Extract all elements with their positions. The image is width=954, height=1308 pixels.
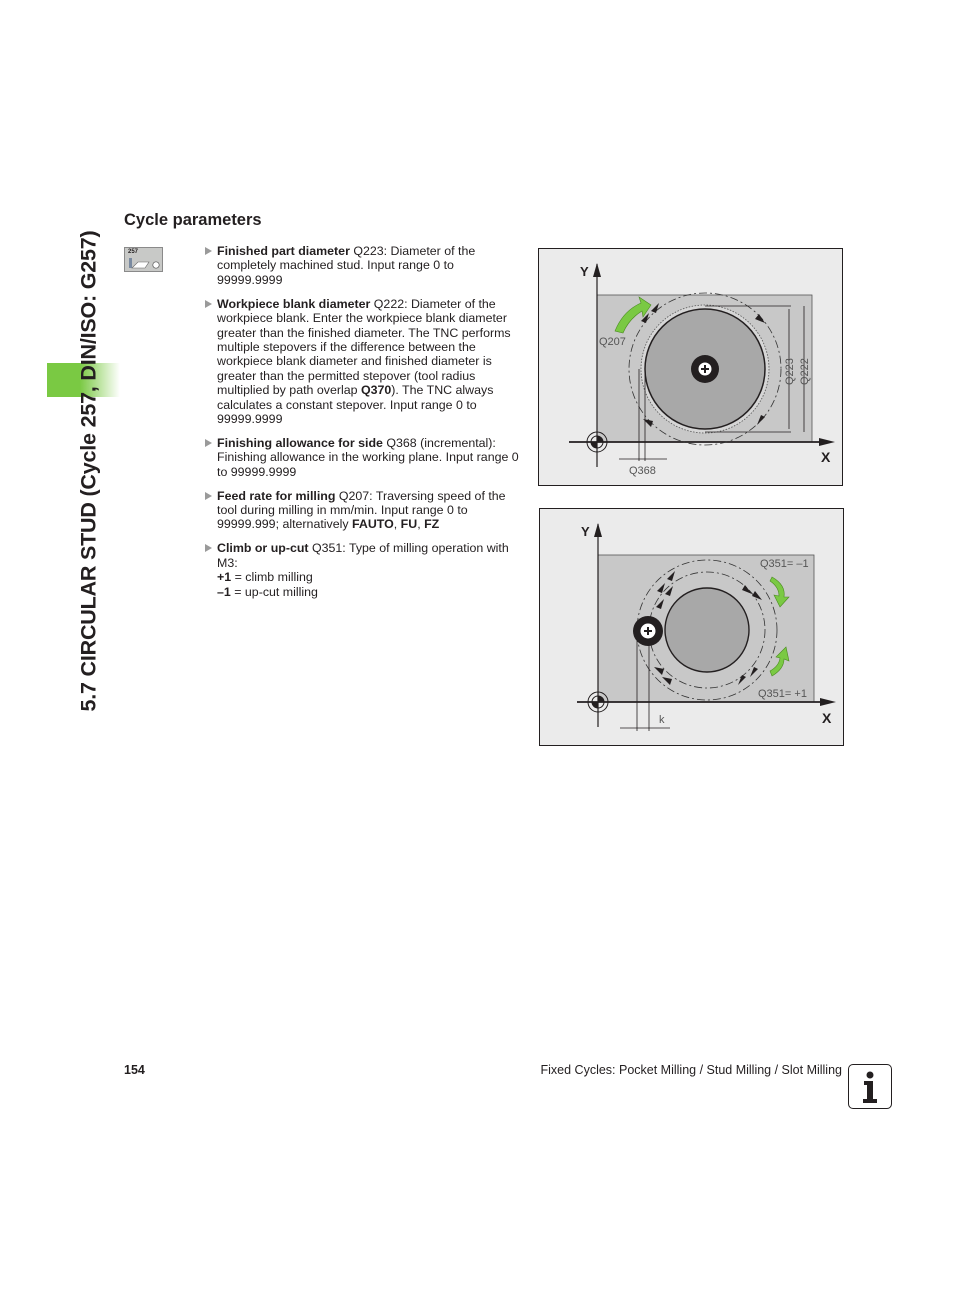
- separator: ,: [393, 517, 401, 532]
- y-label: Y: [581, 524, 590, 539]
- softkey-label: 257: [128, 249, 139, 255]
- path-outer: [628, 292, 782, 446]
- param-q351: Climb or up-cut Q351: Type of milling op…: [205, 541, 520, 599]
- stud: [664, 587, 750, 673]
- param-name: Workpiece blank diameter: [217, 296, 371, 311]
- bullet-arrow-icon: [205, 438, 212, 447]
- milling-tool-icon: [633, 616, 663, 646]
- option: FZ: [424, 517, 440, 532]
- y-label: Y: [580, 264, 589, 279]
- origin-icon: [587, 691, 609, 713]
- x-axis-arrow-icon: [819, 438, 835, 446]
- milling-tool-icon: [691, 355, 719, 383]
- q351-neg-label: Q351= –1: [760, 558, 809, 570]
- param-q207: Feed rate for milling Q207: Traversing s…: [205, 489, 520, 532]
- option-text: = up-cut milling: [230, 584, 318, 599]
- direction-arrows-icon: [641, 303, 765, 427]
- param-q368: Finishing allowance for side Q368 (incre…: [205, 436, 520, 479]
- option: FU: [400, 517, 418, 532]
- direction-arrows-icon: [654, 571, 762, 685]
- param-desc: Q207: Traversing speed of the tool durin…: [217, 488, 506, 532]
- figure-stud-dimensions: Y X Q207 Q368 Q223 Q222: [538, 248, 843, 486]
- q351-pos-label: Q351= +1: [758, 688, 807, 700]
- param-desc: Q351: Type of milling operation with M3:: [217, 541, 509, 570]
- q368-label: Q368: [629, 465, 656, 477]
- footer-title: Fixed Cycles: Pocket Milling / Stud Mill…: [540, 1063, 843, 1077]
- bullet-arrow-icon: [205, 299, 212, 308]
- param-name: Feed rate for milling: [217, 488, 336, 503]
- param-ref: Q370: [360, 383, 392, 398]
- x-label: X: [821, 449, 831, 465]
- param-name: Finished part diameter: [217, 244, 350, 258]
- bullet-arrow-icon: [205, 544, 212, 553]
- option-text: = climb milling: [231, 570, 313, 585]
- chapter-title: 5.7 CIRCULAR STUD (Cycle 257, DIN/ISO: G…: [76, 230, 101, 712]
- option-key: +1: [217, 570, 232, 585]
- option-key: –1: [217, 584, 231, 599]
- info-icon: [848, 1064, 892, 1109]
- param-desc: ). The TNC always calculates a constant …: [217, 383, 494, 426]
- page-number: 154: [124, 1063, 145, 1077]
- parameter-list: Finished part diameter Q223: Diameter of…: [205, 244, 520, 608]
- feed-arrow-icon: [614, 296, 652, 334]
- q223-label: Q223: [784, 358, 796, 385]
- param-q222: Workpiece blank diameter Q222: Diameter …: [205, 297, 520, 427]
- y-axis-arrow-icon: [593, 263, 601, 277]
- param-q223: Finished part diameter Q223: Diameter of…: [205, 244, 520, 287]
- param-desc: Q222: Diameter of the workpiece blank. E…: [217, 296, 511, 398]
- y-axis-arrow-icon: [594, 523, 602, 537]
- climb-direction-icon: [769, 576, 790, 608]
- chapter-accent-bar: [47, 363, 120, 397]
- param-desc: Q368 (incremental): Finishing allowance …: [217, 435, 519, 479]
- figure-milling-direction: Y X Q351= –1 Q351= +1 k: [539, 508, 844, 746]
- origin-icon: [586, 431, 608, 453]
- bullet-arrow-icon: [205, 491, 212, 500]
- param-name: Climb or up-cut: [217, 541, 309, 556]
- q207-label: Q207: [599, 336, 626, 348]
- separator: ,: [417, 517, 425, 532]
- option: FAUTO: [352, 517, 394, 532]
- x-axis-arrow-icon: [820, 698, 836, 706]
- param-desc: Q223: Diameter of the completely machine…: [217, 244, 476, 287]
- x-label: X: [822, 710, 832, 726]
- section-title: Cycle parameters: [124, 211, 262, 229]
- k-label: k: [659, 714, 665, 726]
- bullet-arrow-icon: [205, 247, 212, 255]
- q222-label: Q222: [799, 358, 811, 385]
- param-name: Finishing allowance for side: [217, 435, 383, 450]
- upcut-direction-icon: [769, 646, 790, 677]
- cycle-257-softkey-icon: 257: [124, 247, 163, 272]
